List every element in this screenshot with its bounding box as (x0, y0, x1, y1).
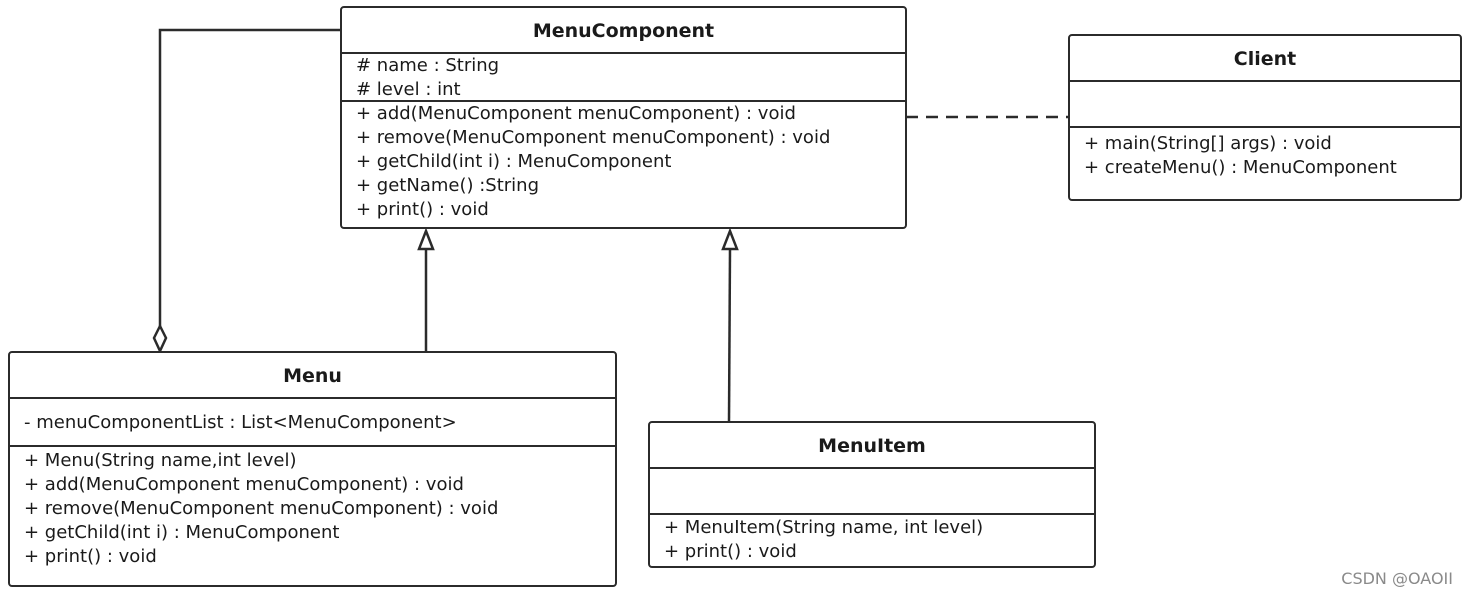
method: + getName() :String (356, 175, 540, 196)
method: + add(MenuComponent menuComponent) : voi… (356, 103, 796, 124)
attributes-section: - menuComponentList : List<MenuComponent… (10, 399, 615, 447)
watermark: CSDN @OAOII (1341, 569, 1453, 588)
class-name: MenuItem (650, 423, 1094, 469)
methods-section: + add(MenuComponent menuComponent) : voi… (342, 102, 905, 222)
class-menuitem[interactable]: MenuItem + MenuItem(String name, int lev… (648, 421, 1096, 568)
method: + print() : void (664, 541, 797, 562)
method: + remove(MenuComponent menuComponent) : … (356, 127, 831, 148)
class-menucomponent[interactable]: MenuComponent # name : String # level : … (340, 6, 907, 229)
attributes-section (650, 469, 1094, 515)
method: + Menu(String name,int level) (24, 450, 297, 471)
methods-section: + Menu(String name,int level) + add(Menu… (10, 447, 615, 569)
aggregation-line (158, 28, 341, 326)
method: + getChild(int i) : MenuComponent (24, 522, 340, 543)
attribute: # name : String (356, 55, 500, 76)
methods-section: + main(String[] args) : void + createMen… (1070, 128, 1460, 180)
methods-section: + MenuItem(String name, int level) + pri… (650, 515, 1094, 564)
method: + print() : void (24, 546, 157, 567)
aggregation-diamond (152, 323, 168, 354)
method: + getChild(int i) : MenuComponent (356, 151, 672, 172)
method: + main(String[] args) : void (1084, 133, 1332, 154)
class-menu[interactable]: Menu - menuComponentList : List<MenuComp… (8, 351, 617, 587)
method: + print() : void (356, 199, 489, 220)
method: + remove(MenuComponent menuComponent) : … (24, 498, 499, 519)
method: + createMenu() : MenuComponent (1084, 157, 1397, 178)
method: + add(MenuComponent menuComponent) : voi… (24, 474, 464, 495)
class-name: MenuComponent (342, 8, 905, 54)
generalization-line-menuitem (727, 248, 732, 422)
class-name: Client (1070, 36, 1460, 82)
generalization-arrowhead-menu (417, 227, 435, 251)
class-name: Menu (10, 353, 615, 399)
attribute: # level : int (356, 79, 461, 100)
method: + MenuItem(String name, int level) (664, 517, 984, 538)
attributes-section (1070, 82, 1460, 128)
attribute: - menuComponentList : List<MenuComponent… (24, 412, 457, 433)
attributes-section: # name : String # level : int (342, 54, 905, 102)
class-client[interactable]: Client + main(String[] args) : void + cr… (1068, 34, 1462, 201)
generalization-arrowhead-menuitem (721, 227, 739, 251)
